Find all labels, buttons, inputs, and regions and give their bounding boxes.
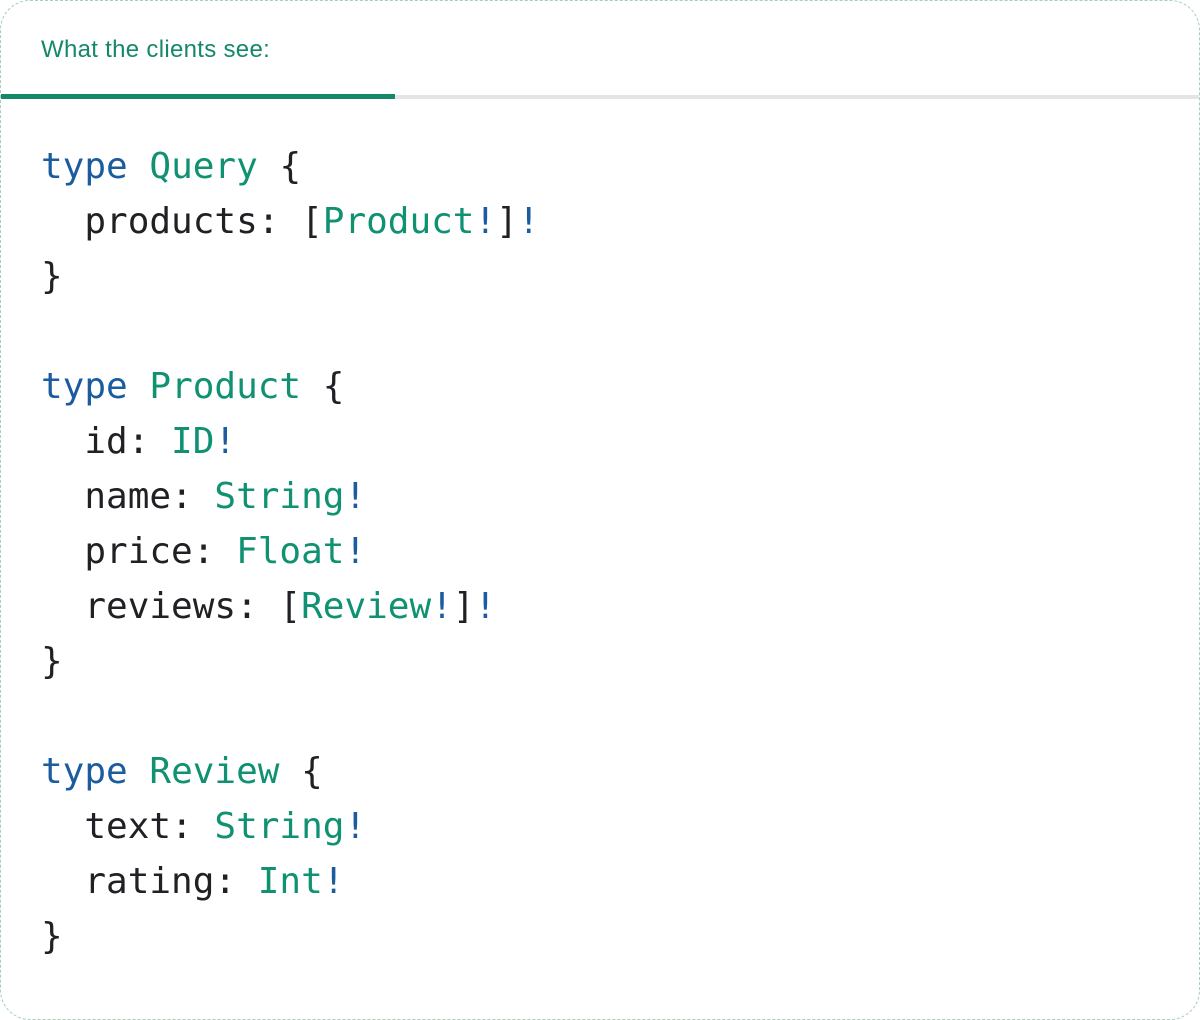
code-token-bang: ! [344, 531, 367, 572]
code-token-typename: ID [171, 421, 215, 462]
code-token-plain: price: [41, 531, 237, 572]
code-line: } [41, 634, 1199, 689]
code-line: } [41, 249, 1199, 304]
code-token-bang: ! [322, 861, 345, 902]
code-token-plain [128, 751, 150, 792]
tabbar-divider [1, 95, 1199, 99]
code-token-keyword: type [41, 146, 128, 187]
code-token-plain [128, 146, 150, 187]
code-token-typename: Float [236, 531, 345, 572]
code-line: text: String! [41, 799, 1199, 854]
code-token-typename: String [214, 806, 345, 847]
graphql-schema-code: type Query { products: [Product!]!} type… [41, 139, 1199, 964]
code-token-bang: ! [431, 586, 453, 627]
tab-what-clients-see[interactable]: What the clients see: [1, 1, 300, 99]
code-token-plain: } [41, 641, 63, 682]
code-token-plain: } [41, 256, 63, 297]
code-line: rating: Int! [41, 854, 1199, 909]
code-token-keyword: type [41, 751, 128, 792]
code-token-plain: { [279, 751, 323, 792]
tab-bar: What the clients see: [1, 1, 1199, 99]
code-token-bang: ! [344, 806, 367, 847]
code-token-plain: { [301, 366, 345, 407]
code-line: } [41, 909, 1199, 964]
code-blank-line [41, 689, 1199, 744]
code-line: id: ID! [41, 414, 1199, 469]
code-line: products: [Product!]! [41, 194, 1199, 249]
code-token-bang: ! [474, 586, 497, 627]
code-token-bang: ! [517, 201, 540, 242]
code-token-typename: Int [257, 861, 323, 902]
code-token-keyword: type [41, 366, 128, 407]
code-blank-line [41, 304, 1199, 359]
active-tab-underline [1, 94, 395, 99]
code-token-plain: } [41, 916, 63, 957]
code-token-typename: Product [149, 366, 302, 407]
code-token-bang: ! [214, 421, 237, 462]
code-line: price: Float! [41, 524, 1199, 579]
code-token-typename: Query [149, 146, 258, 187]
code-line: reviews: [Review!]! [41, 579, 1199, 634]
tab-label: What the clients see: [41, 36, 271, 63]
code-token-plain: rating: [41, 861, 258, 902]
code-token-plain: ] [496, 201, 518, 242]
code-token-plain: products: [ [41, 201, 323, 242]
code-token-plain: reviews: [ [41, 586, 302, 627]
code-token-bang: ! [474, 201, 497, 242]
code-token-typename: Review [301, 586, 432, 627]
code-token-bang: ! [344, 476, 367, 517]
code-token-typename: String [214, 476, 345, 517]
code-token-plain: name: [41, 476, 215, 517]
code-token-plain: { [257, 146, 302, 187]
code-token-plain: text: [41, 806, 215, 847]
code-token-typename: Review [149, 751, 280, 792]
code-token-typename: Product [322, 201, 475, 242]
code-line: type Query { [41, 139, 1199, 194]
code-token-plain [128, 366, 150, 407]
code-token-plain: ] [452, 586, 475, 627]
code-line: name: String! [41, 469, 1199, 524]
code-line: type Product { [41, 359, 1199, 414]
code-token-plain: id: [41, 421, 172, 462]
code-line: type Review { [41, 744, 1199, 799]
